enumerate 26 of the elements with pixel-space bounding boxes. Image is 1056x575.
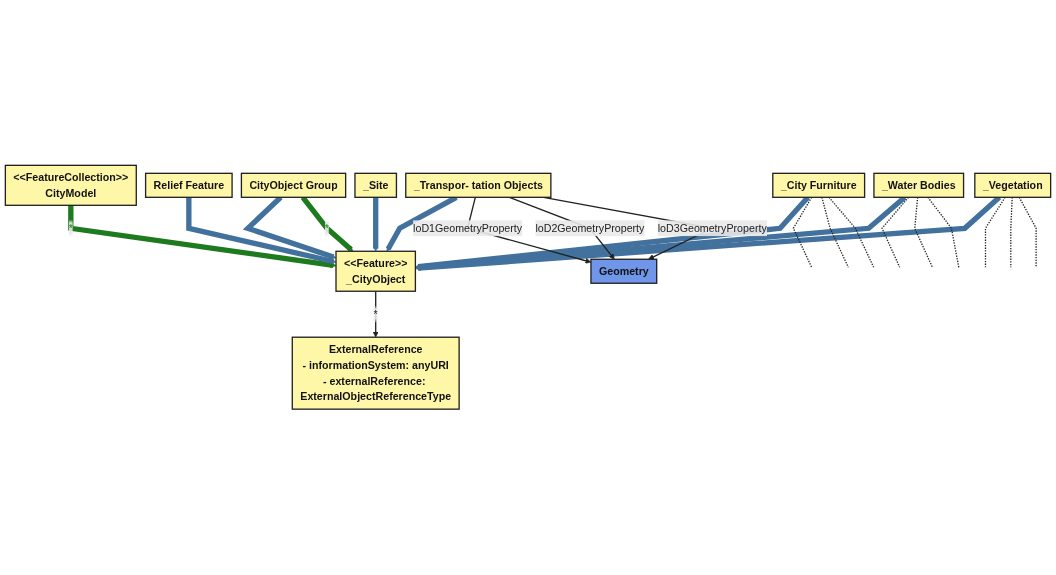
node-box: Geometry	[590, 258, 658, 285]
node-box: _Site	[354, 172, 398, 199]
connector	[792, 196, 813, 269]
node-box: _City Furniture	[772, 172, 866, 199]
node-box: CityObject Group	[240, 172, 347, 199]
connector	[1018, 196, 1037, 269]
edge-label: loD3GeometryProperty	[657, 222, 767, 234]
arrow	[186, 197, 337, 265]
edge-label: *	[68, 222, 73, 234]
node-box: _Vegetation	[974, 172, 1052, 199]
edge-label: loD1GeometryProperty	[413, 222, 523, 234]
connector	[881, 196, 910, 269]
edge-label: *	[373, 308, 378, 320]
edge-label: *	[324, 222, 329, 234]
node-box: ExternalReference - informationSystem: anyURI - externalReference: ExternalObjectReferenceType	[291, 336, 460, 411]
node-box: _Transpor- tation Objects	[405, 172, 552, 199]
edge-label: loD2GeometryProperty	[535, 222, 645, 234]
connector	[821, 196, 849, 269]
node-box: Relief Feature	[144, 172, 233, 199]
node-box: <<Feature>> _CityObject	[335, 250, 417, 293]
connector	[828, 196, 875, 269]
connector	[984, 196, 1006, 269]
node-box: <<FeatureCollection>> CityModel	[4, 164, 137, 207]
node-box: _Water Bodies	[873, 172, 965, 199]
connector	[927, 196, 960, 269]
arrow	[372, 197, 379, 252]
